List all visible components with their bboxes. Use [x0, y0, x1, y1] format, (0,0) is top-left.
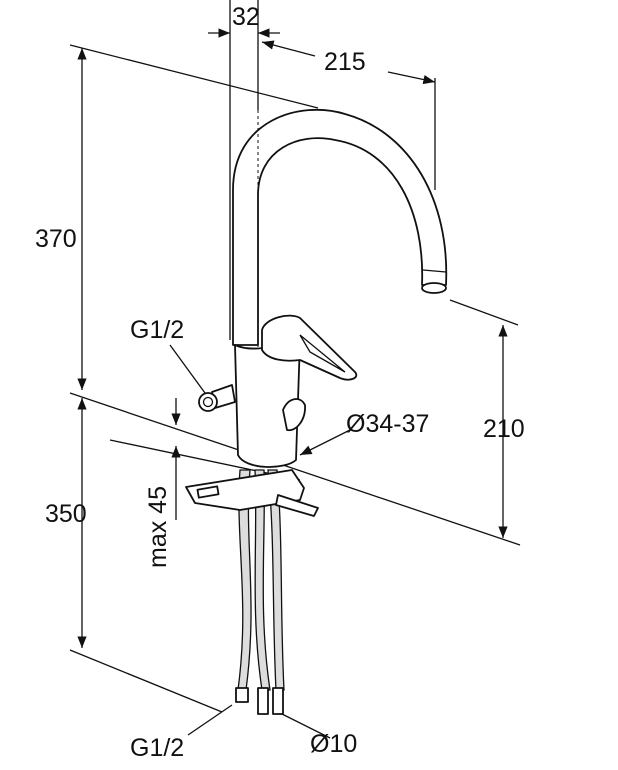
dim-below-counter: 350	[45, 500, 87, 528]
faucet-illustration	[185, 108, 448, 715]
label-counter-thickness: max 45	[144, 486, 172, 568]
label-hose-diameter: Ø10	[310, 730, 357, 758]
dim-height-above: 370	[35, 225, 77, 253]
label-hole-diameter: Ø34-37	[346, 410, 429, 438]
dimension-lines	[77, 28, 508, 739]
label-connection-top: G1/2	[130, 316, 184, 344]
extension-lines	[69, 0, 521, 713]
label-connection-bottom: G1/2	[130, 734, 184, 762]
dim-spout-reach: 215	[324, 48, 366, 76]
dim-spout-width: 32	[232, 3, 260, 31]
dim-outlet-height: 210	[483, 415, 525, 443]
